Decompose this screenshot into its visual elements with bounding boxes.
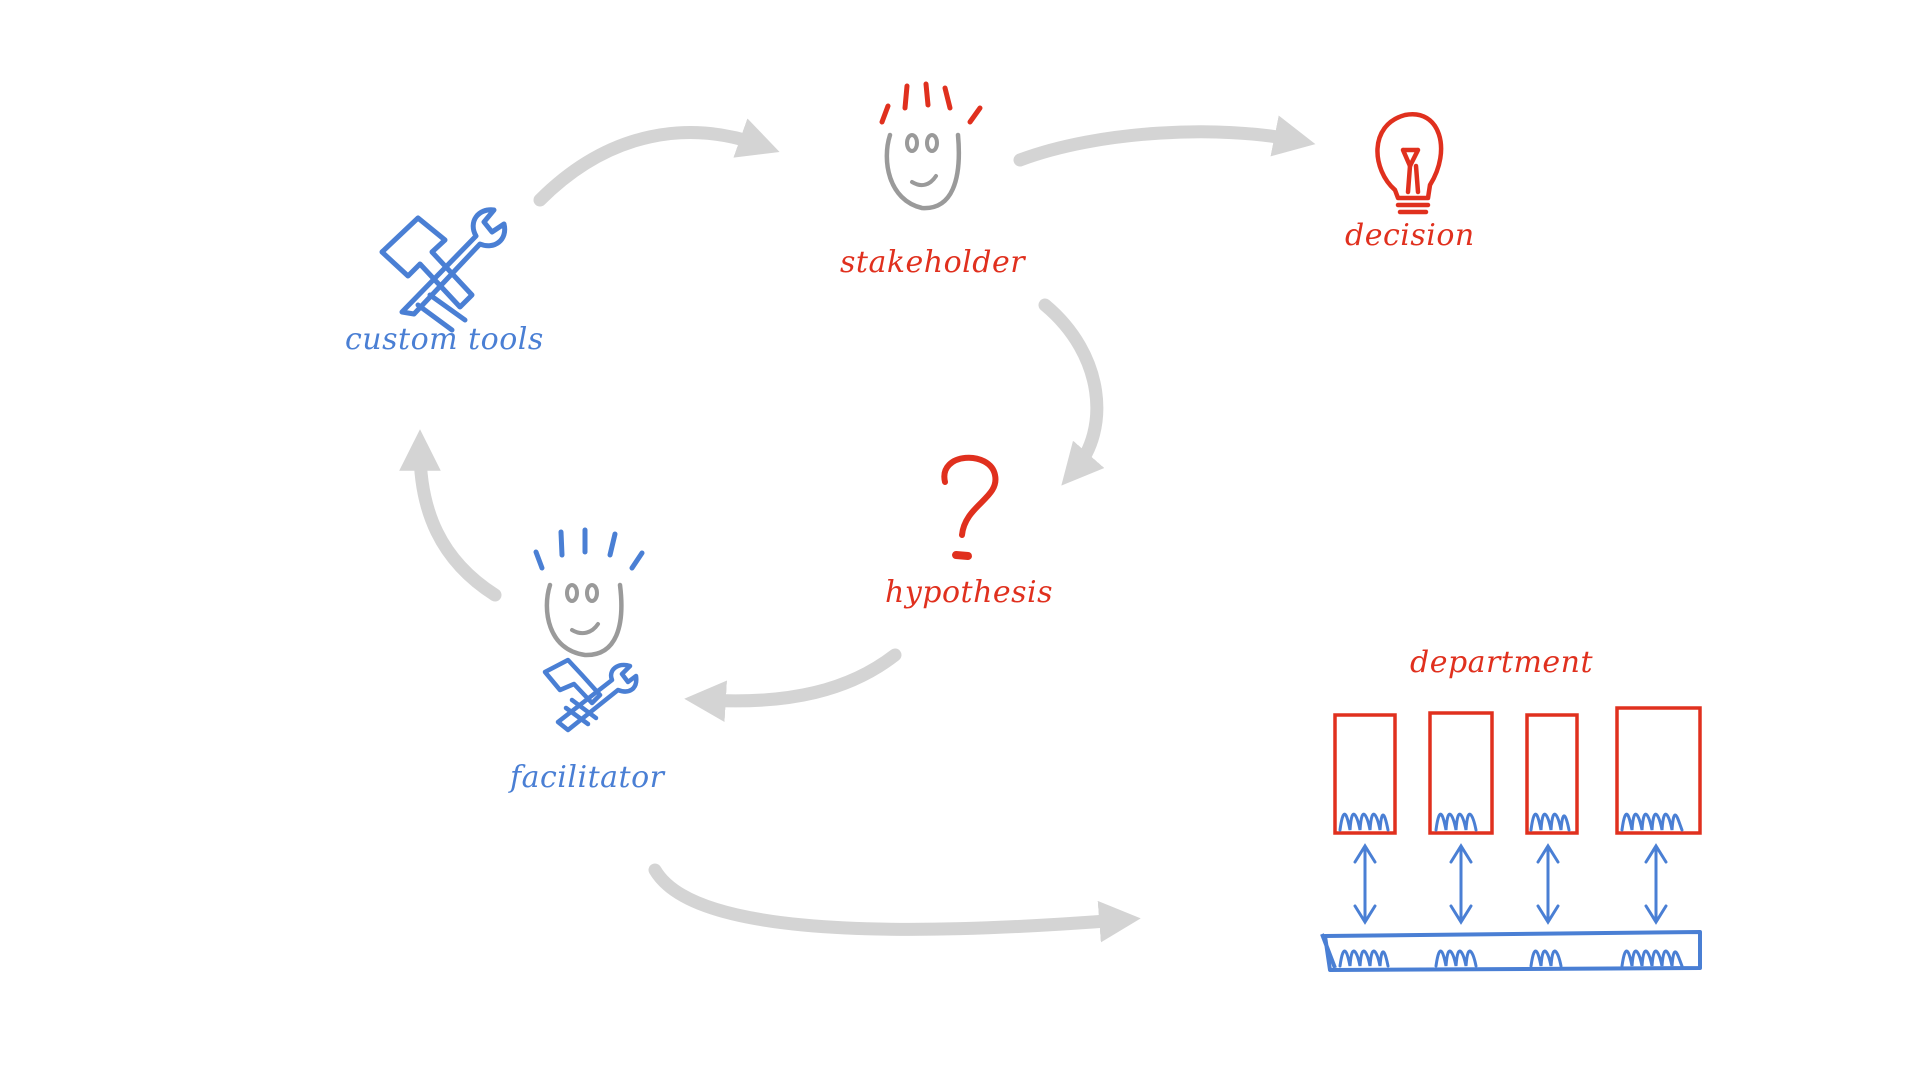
arrow-tools-to-stakeholder — [533, 118, 780, 207]
facilitator-label: facilitator — [510, 760, 665, 795]
lightbulb-icon — [1375, 112, 1444, 215]
smiling-face-icon — [879, 81, 983, 211]
department-box-3 — [1525, 713, 1579, 835]
arrow-facilitator-to-department — [648, 863, 1141, 943]
arrows — [399, 115, 1316, 943]
department-label: department — [1410, 645, 1594, 680]
department-box-4 — [1615, 706, 1702, 835]
arrow-stakeholder-to-hypothesis — [1038, 298, 1105, 486]
custom-tools-label: custom tools — [345, 322, 544, 357]
smiling-face-with-tools-icon — [533, 527, 645, 733]
arrow-stakeholder-to-decision — [1013, 115, 1316, 167]
department-grid-icon — [1320, 706, 1702, 972]
hammer-wrench-icon — [379, 207, 508, 333]
department-box-2 — [1428, 711, 1494, 835]
arrow-facilitator-to-tools — [399, 429, 502, 602]
stakeholder-label: stakeholder — [840, 245, 1026, 280]
department-box-1 — [1333, 713, 1397, 835]
hypothesis-label: hypothesis — [885, 575, 1054, 610]
question-mark-icon — [941, 454, 999, 560]
decision-label: decision — [1345, 218, 1475, 253]
arrow-hypothesis-to-facilitator — [684, 648, 902, 722]
